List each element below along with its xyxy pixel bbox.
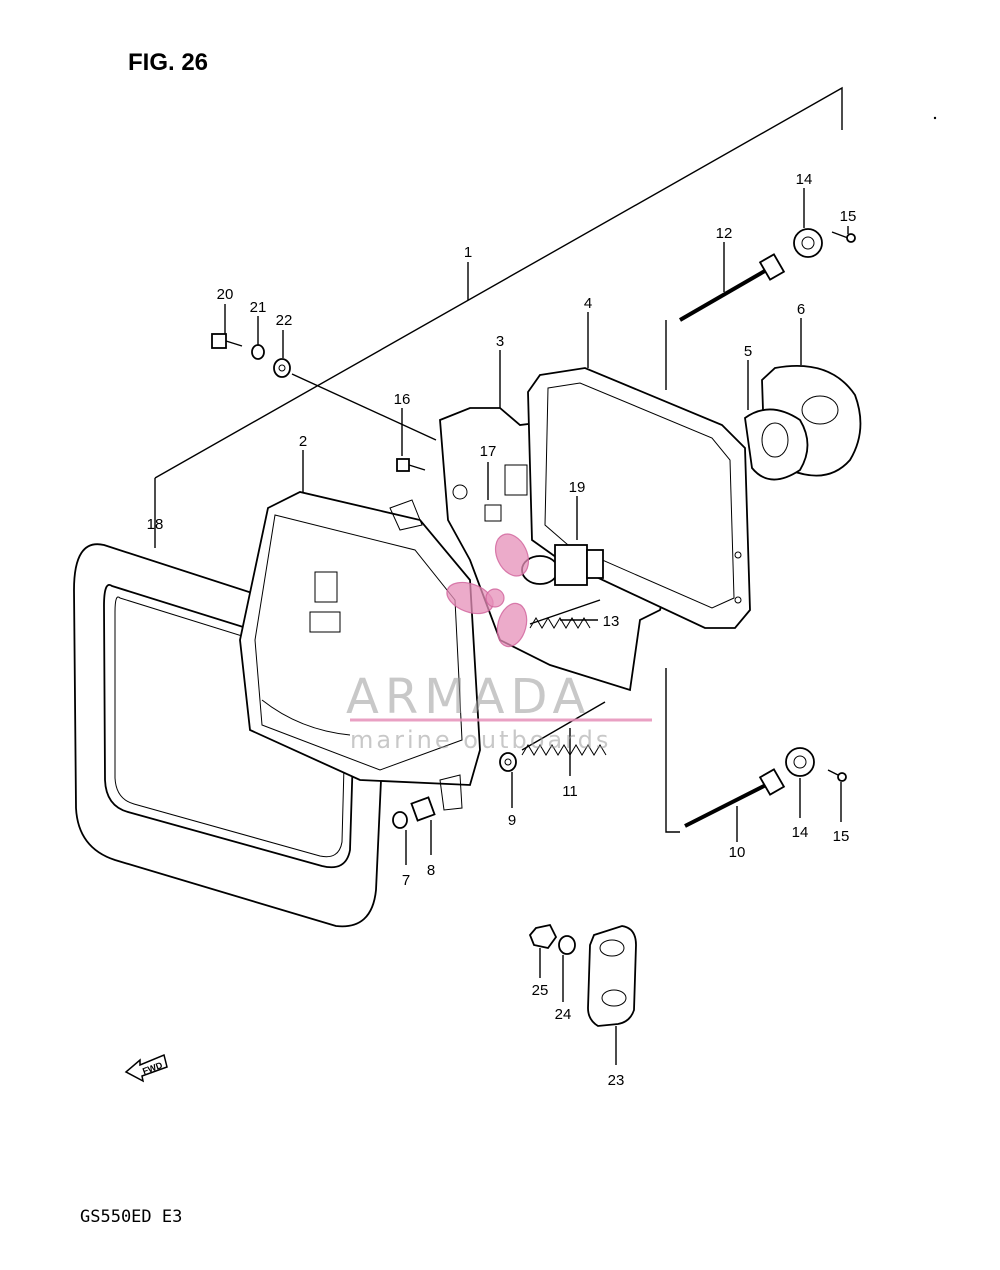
callout-5: 5: [744, 343, 752, 360]
callout-11: 11: [562, 783, 578, 800]
stray-dot: [933, 116, 937, 120]
callout-4: 4: [584, 295, 592, 312]
reflector-23-part: [587, 925, 637, 1027]
long-bolt-lower-part: [684, 768, 786, 828]
small-screw-upper-part: [831, 231, 856, 243]
callout-20: 20: [217, 286, 234, 303]
washer-9-part: [499, 752, 517, 772]
watermark-brand: ARMADA: [346, 669, 591, 725]
callout-22: 22: [276, 312, 293, 329]
callout-14-upper: 14: [796, 171, 813, 188]
adjuster-spring-lower: [521, 701, 607, 756]
screw-20-part: [211, 333, 243, 349]
callout-13: 13: [603, 613, 620, 630]
nut-7-part: [392, 811, 408, 829]
callout-24: 24: [555, 1006, 572, 1023]
nut-25-part: [528, 923, 558, 950]
leader-lines: [224, 188, 849, 1065]
headlamp-unit-part: [239, 491, 481, 811]
adjuster-nut-upper-part: [793, 228, 823, 258]
callout-19: 19: [569, 479, 586, 496]
callout-6: 6: [797, 301, 805, 318]
callout-14-lower: 14: [792, 824, 809, 841]
bulb-part: [521, 544, 604, 586]
screw-guide-line: [291, 373, 437, 441]
callout-7: 7: [402, 872, 410, 889]
forward-arrow-icon: FWD: [124, 1053, 168, 1083]
callout-15-upper: 15: [840, 208, 857, 225]
washer-22-part: [273, 358, 291, 378]
callout-21: 21: [250, 299, 267, 316]
callout-23: 23: [608, 1072, 625, 1089]
callout-16: 16: [394, 391, 411, 408]
bolt-guide-line-lower: [665, 668, 680, 833]
watermark-tagline: marine outboards: [350, 726, 611, 754]
screw-16-part: [396, 458, 426, 472]
callout-25: 25: [532, 982, 549, 999]
callout-17: 17: [480, 443, 497, 460]
lock-washer-21-part: [251, 344, 265, 360]
adjuster-nut-lower-part: [785, 747, 815, 777]
callout-8: 8: [427, 862, 435, 879]
callout-1: 1: [464, 244, 472, 261]
callout-3: 3: [496, 333, 504, 350]
callout-labels: 1 2 3 4 5 6 7 8 9 10 11 12 13 14 14 15 1…: [147, 171, 857, 1089]
washer-24-part: [558, 935, 576, 955]
socket-ring-part: [744, 408, 809, 481]
assembly-bracket: [154, 86, 843, 548]
callout-2: 2: [299, 433, 307, 450]
long-bolt-upper-part: [678, 253, 786, 322]
watermark: ARMADA marine outboards: [346, 533, 652, 754]
callout-15-lower: 15: [833, 828, 850, 845]
adjuster-spring-upper: [529, 599, 601, 629]
propeller-logo-icon: [446, 533, 530, 648]
model-code: GS550ED E3: [80, 1207, 182, 1227]
callout-18: 18: [147, 516, 164, 533]
callout-9: 9: [508, 812, 516, 829]
nut-8-part: [410, 796, 436, 822]
figure-title: FIG. 26: [128, 49, 208, 76]
small-screw-lower-part: [827, 769, 847, 782]
callout-12: 12: [716, 225, 733, 242]
callout-10: 10: [729, 844, 746, 861]
